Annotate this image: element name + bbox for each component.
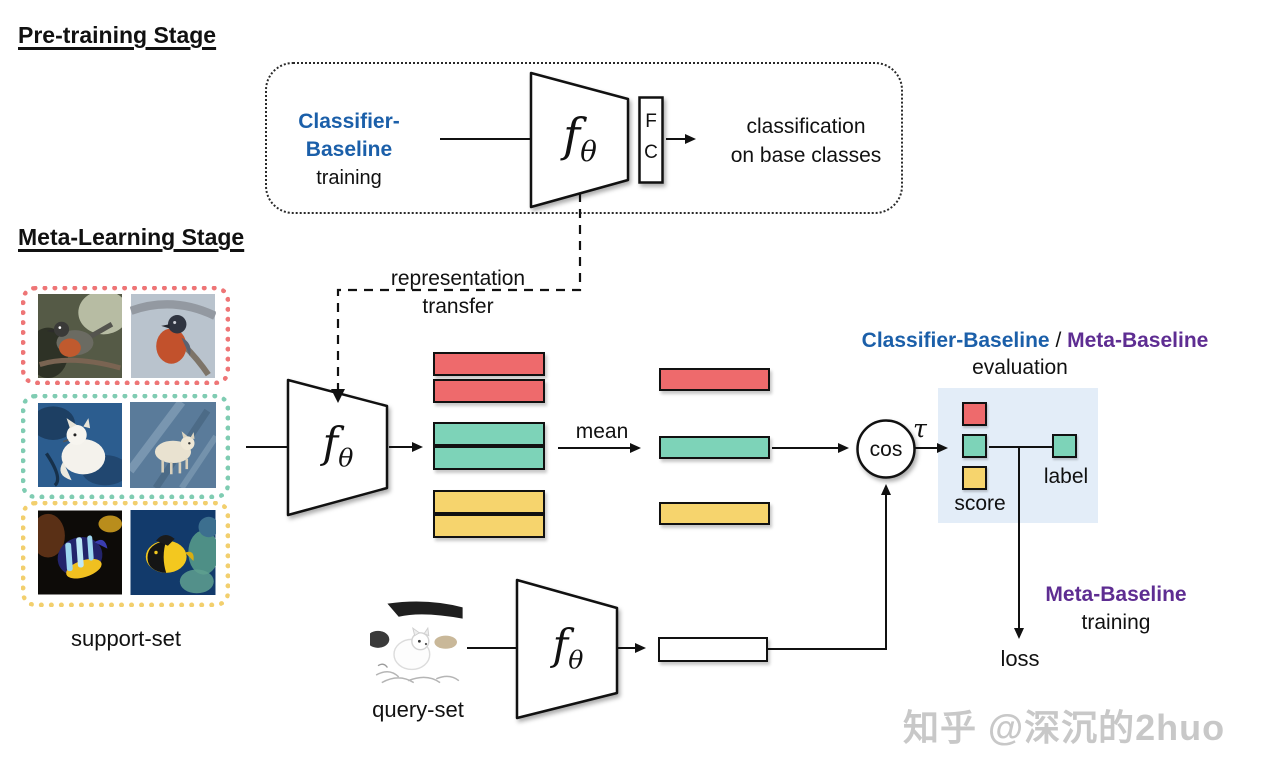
score-square-yellow bbox=[962, 466, 987, 490]
representation-line: representation bbox=[390, 267, 526, 290]
classification-line2: on base classes bbox=[730, 144, 882, 167]
support-image-fox-1 bbox=[38, 402, 122, 488]
meta-encoder-f: f bbox=[322, 418, 339, 467]
arrowhead-transfer bbox=[331, 389, 345, 403]
classification-line1: classification bbox=[746, 115, 866, 138]
line-query-embedding-to-cos bbox=[768, 484, 891, 650]
meta-encoder-label: fθ bbox=[296, 418, 380, 472]
support-class-box-red bbox=[21, 286, 230, 385]
classification-output-label: classification on base classes bbox=[710, 112, 902, 170]
support-image-fish-1 bbox=[38, 510, 122, 595]
support-image-fox-2 bbox=[130, 402, 216, 488]
meta-baseline-action: training bbox=[1081, 611, 1151, 634]
label-square-teal bbox=[1052, 434, 1077, 458]
score-square-red bbox=[962, 402, 987, 426]
evaluation-classifier-baseline: Classifier-Baseline bbox=[861, 329, 1050, 352]
fc-letter-c: C bbox=[644, 142, 658, 163]
embedding-bar-teal-1 bbox=[433, 422, 545, 446]
pretrain-encoder-theta: θ bbox=[580, 135, 597, 169]
loss-label: loss bbox=[1000, 646, 1040, 671]
evaluation-meta-baseline: Meta-Baseline bbox=[1067, 329, 1209, 352]
embedding-bar-red-2 bbox=[433, 379, 545, 403]
centroid-bar-teal bbox=[659, 436, 770, 459]
query-encoder-f: f bbox=[552, 620, 569, 669]
pretrain-encoder-f: f bbox=[563, 108, 581, 162]
classifier-baseline-training-label: Classifier-Baseline training bbox=[266, 108, 432, 192]
fc-letter-f: F bbox=[645, 111, 657, 132]
meta-encoder-theta: θ bbox=[338, 443, 354, 473]
support-image-fish-2 bbox=[130, 510, 216, 595]
meta-learning-stage-title: Meta-Learning Stage bbox=[18, 224, 245, 250]
classifier-baseline-name: Classifier-Baseline bbox=[298, 110, 400, 161]
meta-baseline-name: Meta-Baseline bbox=[1045, 583, 1187, 606]
classifier-baseline-action: training bbox=[316, 167, 382, 189]
query-embedding-bar bbox=[658, 637, 768, 662]
support-class-box-yellow bbox=[21, 501, 230, 607]
score-square-teal bbox=[962, 434, 987, 458]
centroid-bar-red bbox=[659, 368, 770, 391]
support-class-box-teal bbox=[21, 394, 230, 499]
support-set-label: support-set bbox=[70, 626, 182, 651]
score-label: score bbox=[954, 492, 1006, 515]
embedding-bar-red-1 bbox=[433, 352, 545, 376]
pretrain-encoder-label: fθ bbox=[538, 108, 622, 168]
support-image-robin-2 bbox=[130, 294, 216, 378]
cos-label: cos bbox=[869, 438, 903, 461]
pretraining-stage-title: Pre-training Stage bbox=[18, 22, 217, 48]
evaluation-header: Classifier-Baseline / Meta-Baseline bbox=[810, 327, 1260, 355]
evaluation-separator: / bbox=[1055, 329, 1062, 352]
label-label: label bbox=[1043, 465, 1089, 488]
tau-label: τ bbox=[913, 414, 927, 443]
embedding-bar-teal-2 bbox=[433, 446, 545, 470]
watermark: 知乎 @深沉的2huo bbox=[903, 707, 1226, 748]
representation-transfer-label: representation transfer bbox=[363, 265, 553, 321]
meta-baseline-training-label: Meta-Baseline training bbox=[1032, 581, 1200, 637]
evaluation-sub-label: evaluation bbox=[972, 356, 1068, 379]
embedding-bar-yellow-2 bbox=[433, 514, 545, 538]
fc-layer-label: F C bbox=[639, 106, 663, 168]
embedding-bar-yellow-1 bbox=[433, 490, 545, 514]
support-image-robin-1 bbox=[38, 294, 122, 378]
query-image-fox bbox=[370, 598, 465, 692]
transfer-line: transfer bbox=[422, 295, 494, 318]
query-encoder-theta: θ bbox=[568, 645, 584, 675]
centroid-bar-yellow bbox=[659, 502, 770, 525]
mean-label: mean bbox=[575, 420, 629, 443]
query-encoder-label: fθ bbox=[526, 620, 610, 674]
pretraining-box bbox=[265, 62, 903, 214]
query-set-label: query-set bbox=[372, 697, 464, 722]
